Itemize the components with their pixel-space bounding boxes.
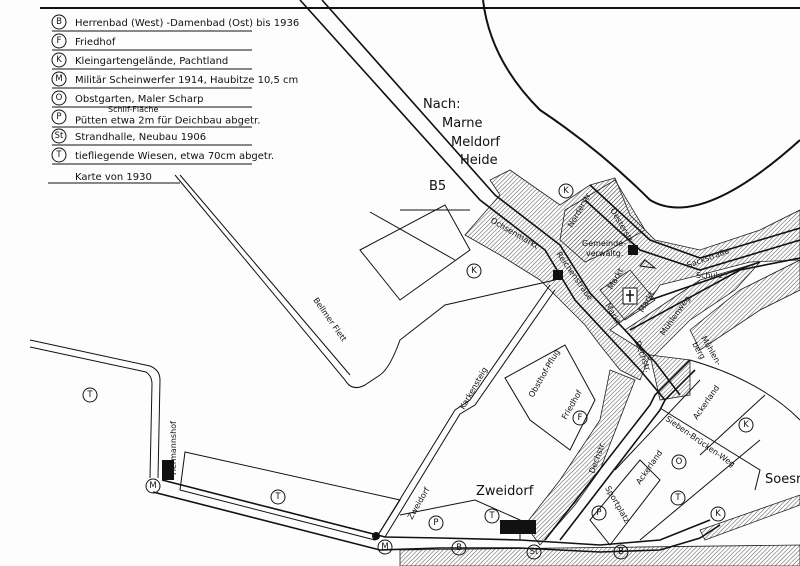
- svg-text:Karkensteig: Karkensteig: [458, 366, 489, 411]
- svg-text:P: P: [56, 112, 61, 122]
- marker-t: T: [82, 387, 98, 403]
- marker-k: K: [466, 263, 482, 279]
- marker-k: K: [738, 417, 754, 433]
- svg-text:T: T: [674, 493, 681, 503]
- marker-f: F: [572, 410, 588, 426]
- svg-text:Strandhalle, Neubau 1906: Strandhalle, Neubau 1906: [75, 132, 206, 143]
- settlement-areas: [399, 169, 800, 566]
- legend-item-o: O Obstgarten, Maler Scharp: [51, 90, 252, 108]
- marker-k: K: [710, 506, 726, 522]
- svg-text:Obstgarten, Maler Scharp: Obstgarten, Maler Scharp: [75, 94, 203, 105]
- legend-item-b: B Herrenbad (West) -Damenbad (Ost) bis 19…: [51, 14, 299, 32]
- svg-text:K: K: [715, 509, 721, 519]
- svg-text:Soesr: Soesr: [765, 472, 800, 487]
- svg-text:Marne: Marne: [442, 116, 483, 131]
- svg-text:P: P: [433, 518, 438, 528]
- fields: [162, 204, 766, 546]
- svg-text:Sportplatz: Sportplatz: [603, 485, 631, 525]
- marker-m: M: [377, 539, 393, 555]
- svg-text:T: T: [55, 150, 62, 160]
- svg-text:Ackerland: Ackerland: [691, 384, 721, 422]
- svg-text:Schule: Schule: [696, 271, 723, 280]
- svg-text:Obsthof-Pflug: Obsthof-Pflug: [527, 348, 562, 399]
- svg-text:F: F: [578, 413, 583, 423]
- marker-t: T: [670, 490, 686, 506]
- map-date-caption: Karte von 1930: [75, 172, 152, 183]
- legend: B Herrenbad (West) -Damenbad (Ost) bis 19…: [48, 14, 299, 184]
- svg-text:Zweidorf: Zweidorf: [476, 484, 534, 499]
- svg-text:Pütten etwa 2m für Deichbau a: Pütten etwa 2m für Deichbau abgetr.: [75, 116, 260, 127]
- legend-item-st: St Strandhalle, Neubau 1906: [51, 128, 252, 146]
- creek: [482, 0, 800, 209]
- marker-m: M: [145, 478, 161, 494]
- building-block: [553, 270, 563, 280]
- svg-text:Hermannshof: Hermannshof: [169, 421, 178, 475]
- marker-t: T: [484, 508, 500, 524]
- svg-text:K: K: [743, 420, 749, 430]
- building-block: [628, 245, 638, 255]
- svg-text:Friedhof: Friedhof: [75, 37, 116, 48]
- svg-text:Heide: Heide: [460, 153, 498, 168]
- svg-text:O: O: [676, 457, 683, 467]
- legend-item-m: M Militär Scheinwerfer 1914, Haubitze 10,…: [51, 71, 298, 89]
- svg-text:F: F: [57, 36, 62, 46]
- hermannshof-building: [162, 460, 174, 480]
- svg-text:Militär Scheinwerfer 1914, Hau: Militär Scheinwerfer 1914, Haubitze 10,5…: [75, 75, 298, 86]
- svg-text:Gemeinde-: Gemeinde-: [582, 239, 626, 248]
- marker-p: P: [591, 505, 607, 521]
- svg-text:M: M: [55, 74, 62, 84]
- svg-text:T: T: [274, 492, 281, 502]
- marker-o: O: [671, 454, 687, 470]
- svg-text:K: K: [563, 186, 569, 196]
- svg-text:P: P: [596, 508, 601, 518]
- legend-item-k: K Kleingartengelände, Pachtland: [51, 52, 252, 70]
- svg-text:Herrenbad (West) -Damenbad (Os: Herrenbad (West) -Damenbad (Ost) bis 193…: [75, 18, 299, 29]
- svg-text:K: K: [56, 55, 62, 65]
- marker-st: St: [526, 544, 542, 560]
- map-markers: T T M M K K K K F O T P P T B St B: [82, 183, 754, 560]
- svg-text:B: B: [456, 543, 462, 553]
- marker-b: B: [613, 544, 629, 560]
- svg-text:Schilf-Fläche: Schilf-Fläche: [108, 105, 158, 114]
- svg-text:Zweidorf: Zweidorf: [406, 486, 432, 521]
- marker-p: P: [428, 515, 444, 531]
- svg-text:T: T: [488, 511, 495, 521]
- svg-text:B5: B5: [429, 179, 446, 194]
- marker-k: K: [558, 183, 574, 199]
- svg-text:T: T: [86, 390, 93, 400]
- marker-b: B: [451, 540, 467, 556]
- svg-text:K: K: [471, 266, 477, 276]
- svg-text:verwaltg.: verwaltg.: [586, 249, 623, 258]
- svg-text:M: M: [381, 542, 388, 552]
- svg-text:O: O: [56, 93, 63, 103]
- svg-text:Nach:: Nach:: [423, 97, 460, 112]
- building-block: [500, 520, 536, 534]
- svg-text:St: St: [530, 547, 539, 557]
- svg-text:B: B: [618, 547, 624, 557]
- svg-text:St: St: [55, 131, 64, 141]
- triangle-mark: [639, 259, 657, 269]
- svg-text:tiefliegende Wiesen, etwa 70cm: tiefliegende Wiesen, etwa 70cm abgetr.: [75, 151, 274, 162]
- marker-t: T: [270, 489, 286, 505]
- svg-text:M: M: [149, 481, 156, 491]
- haubitze-mark: [372, 532, 380, 540]
- svg-text:Meldorf: Meldorf: [451, 135, 500, 150]
- legend-item-f: F Friedhof: [51, 33, 252, 51]
- roads: [29, 174, 800, 553]
- svg-text:B: B: [56, 17, 62, 27]
- svg-text:Kleingartengelände, Pachtland: Kleingartengelände, Pachtland: [75, 56, 228, 67]
